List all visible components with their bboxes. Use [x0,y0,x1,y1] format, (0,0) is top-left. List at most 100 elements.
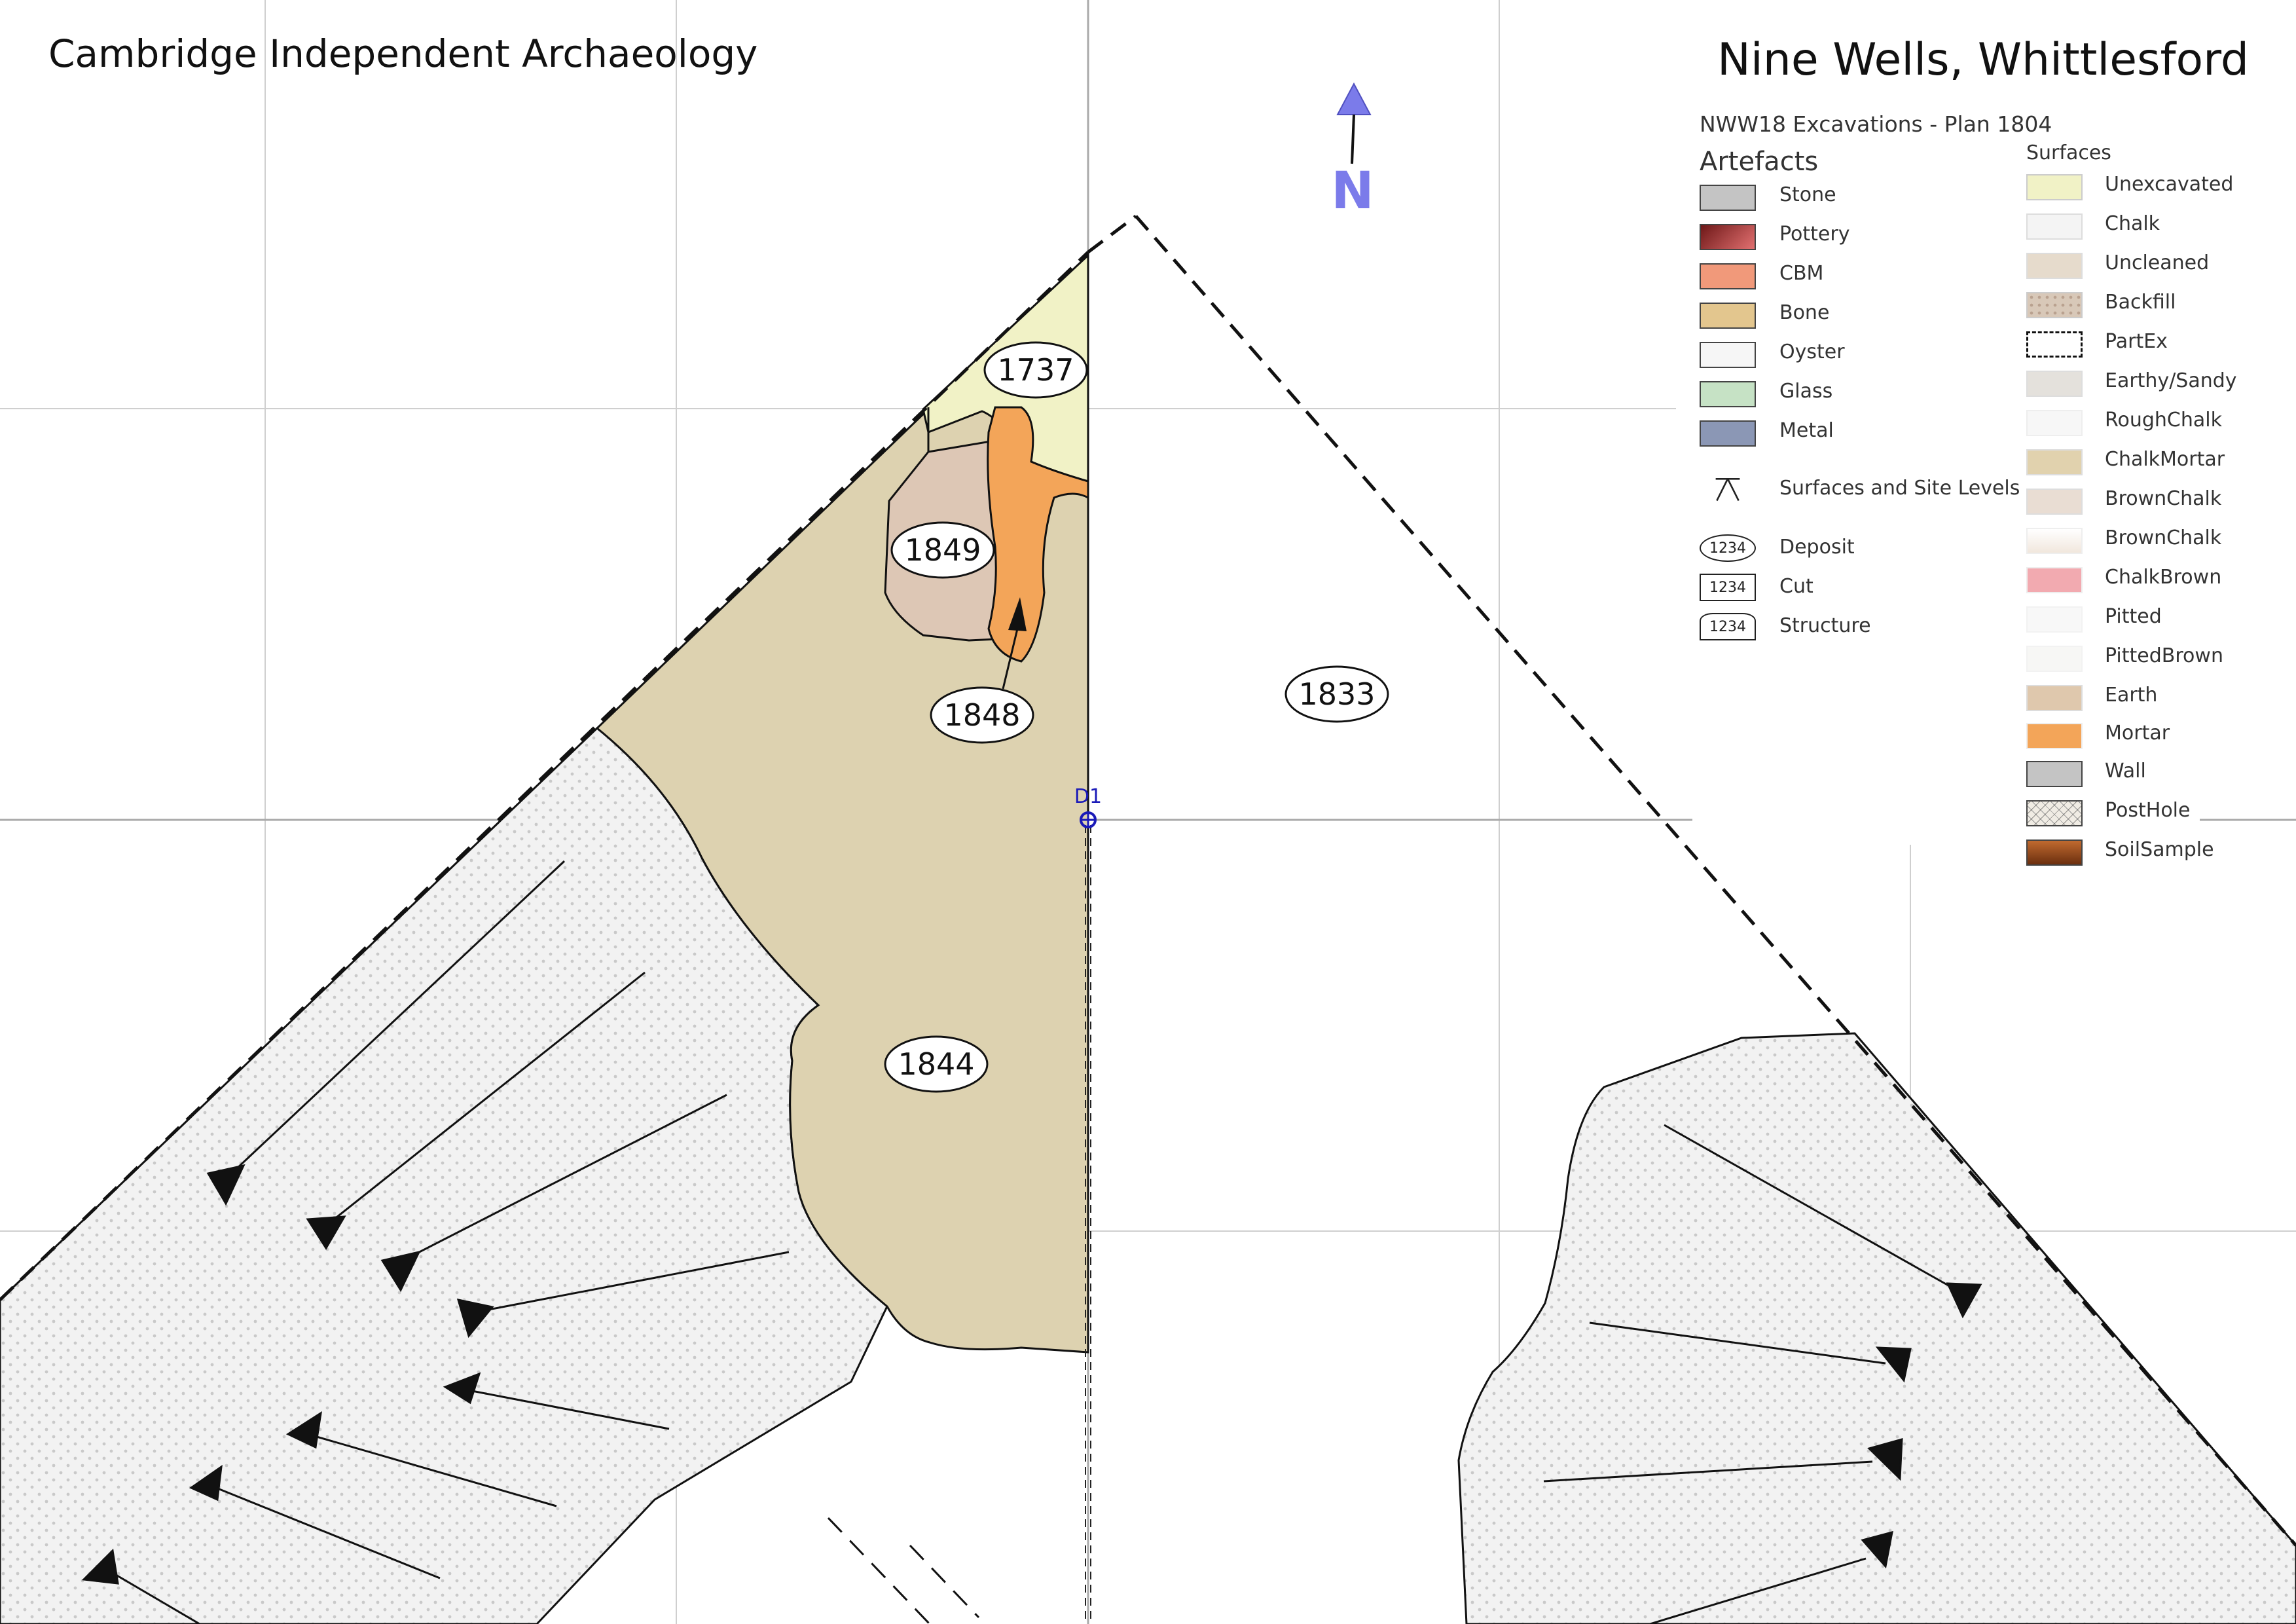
cut-badge-icon: 1234 [1700,574,1756,601]
roughchalk-swatch [2026,410,2083,436]
legend-label: CBM [1779,262,1824,285]
legend-label: RoughChalk [2105,409,2222,432]
context-id-1833: 1833 [1298,676,1375,712]
legend-label: PartEx [2105,330,2168,353]
legend-label: Pottery [1779,223,1850,246]
legend-label: Chalk [2105,212,2160,235]
legend-item-metal: Metal [1700,414,1961,453]
legend-label: SoilSample [2105,838,2214,861]
context-label-1737: 1737 [983,341,1088,399]
legend-artefacts-heading: Artefacts [1700,147,1819,177]
legend-item-chalk: Chalk [2026,207,2262,246]
organisation-title: Cambridge Independent Archaeology [48,31,758,76]
mortar-swatch [2026,723,2083,749]
leader-arrow-icon [1008,597,1027,631]
context-1848-area [987,406,1089,663]
legend-item-pitted: Pitted [2026,600,2262,639]
chalk-surface-right [1457,1032,2296,1624]
legend-label: Earthy/Sandy [2105,369,2237,392]
metal-swatch [1700,420,1756,447]
context-id-1737: 1737 [997,352,1074,388]
legend-item-deposit: 1234 Deposit [1700,530,1961,570]
chalkbrown-swatch [2026,567,2083,593]
legend-label: Oyster [1779,341,1845,363]
legend-item-earthy-sandy: Earthy/Sandy [2026,364,2262,403]
legend-item-roughchalk: RoughChalk [2026,403,2262,443]
legend-label: Unexcavated [2105,173,2234,196]
north-label: N [1331,162,1374,221]
legend-label: Surfaces and Site Levels [1779,477,2020,500]
deposit-badge-icon: 1234 [1700,534,1756,562]
legend-label: Stone [1779,183,1836,206]
legend-item-wall: Wall [2026,754,2262,794]
legend-label: Mortar [2105,722,2170,745]
earthy-sandy-swatch [2026,371,2083,397]
legend-item-backfill: Backfill [2026,286,2262,325]
legend-label: Structure [1779,614,1871,637]
uncleaned-swatch [2026,253,2083,279]
legend-label: Pitted [2105,605,2162,628]
glass-swatch [1700,381,1756,407]
stone-swatch [1700,185,1756,211]
context-id-1849: 1849 [904,532,981,568]
legend-item-mortar: Mortar [2026,716,2262,756]
legend-label: Deposit [1779,536,1855,559]
legend-panel: NWW18 Excavations - Plan 1804 Artefacts … [1676,105,2265,891]
pittedbrown-swatch [2026,646,2083,672]
legend-subtitle: NWW18 Excavations - Plan 1804 [1700,111,2052,137]
section-line [1085,825,1091,1624]
legend-label: Backfill [2105,291,2176,314]
legend-item-pottery: Pottery [1700,217,1961,257]
brownchalk-2-swatch [2026,528,2083,554]
chalk-swatch [2026,213,2083,240]
legend-item-pittedbrown: PittedBrown [2026,639,2262,678]
legend-label: Wall [2105,760,2146,783]
site-title: Nine Wells, Whittlesford [1717,34,2249,86]
legend-item-unexcavated: Unexcavated [2026,168,2262,207]
context-label-1848: 1848 [930,597,1034,744]
structure-badge-icon: 1234 [1700,613,1756,640]
unexcavated-swatch [2026,174,2083,200]
legend-label: ChalkBrown [2105,566,2222,589]
legend-label: Earth [2105,684,2158,707]
context-label-1844: 1844 [884,1035,989,1093]
earth-swatch [2026,685,2083,711]
legend-label: Cut [1779,575,1813,598]
context-label-1833: 1833 [1285,665,1389,723]
slope-hachures-right [1543,1124,1982,1624]
north-arrow-icon: N [1331,82,1374,221]
legend-item-posthole: PostHole [2026,794,2262,833]
legend-label: Metal [1779,419,1834,442]
legend-item-oyster: Oyster [1700,335,1961,375]
legend-item-levels: Surfaces and Site Levels [1700,471,2066,511]
legend-item-cut: 1234 Cut [1700,570,1961,609]
context-label-1849: 1849 [890,521,995,579]
legend-label: PostHole [2105,799,2191,822]
legend-item-cbm: CBM [1700,257,1961,296]
legend-item-earth: Earth [2026,678,2262,718]
backfill-swatch [2026,292,2083,318]
legend-label: Uncleaned [2105,251,2210,274]
legend-item-chalkbrown: ChalkBrown [2026,561,2262,600]
legend-item-uncleaned: Uncleaned [2026,246,2262,286]
levels-icon [1715,477,1740,502]
soilsample-swatch [2026,840,2083,866]
legend-label: Glass [1779,380,1833,403]
partial-excavation-boundary [0,215,2296,1547]
context-id-1848: 1848 [943,697,1020,733]
posthole-swatch [2026,800,2083,826]
wall-swatch [2026,761,2083,787]
legend-surfaces-heading: Surfaces [2026,141,2111,164]
datum-point: D1 [1074,785,1102,828]
pottery-swatch [1700,224,1756,250]
cbm-swatch [1700,263,1756,289]
chalkmortar-swatch [2026,449,2083,475]
legend-label: BrownChalk [2105,526,2222,549]
legend-item-structure: 1234 Structure [1700,609,1961,648]
legend-item-bone: Bone [1700,296,1961,335]
legend-label: PittedBrown [2105,644,2223,667]
pitted-swatch [2026,606,2083,633]
legend-item-brownchalk: BrownChalk [2026,482,2262,521]
legend-item-soilsample: SoilSample [2026,833,2262,872]
